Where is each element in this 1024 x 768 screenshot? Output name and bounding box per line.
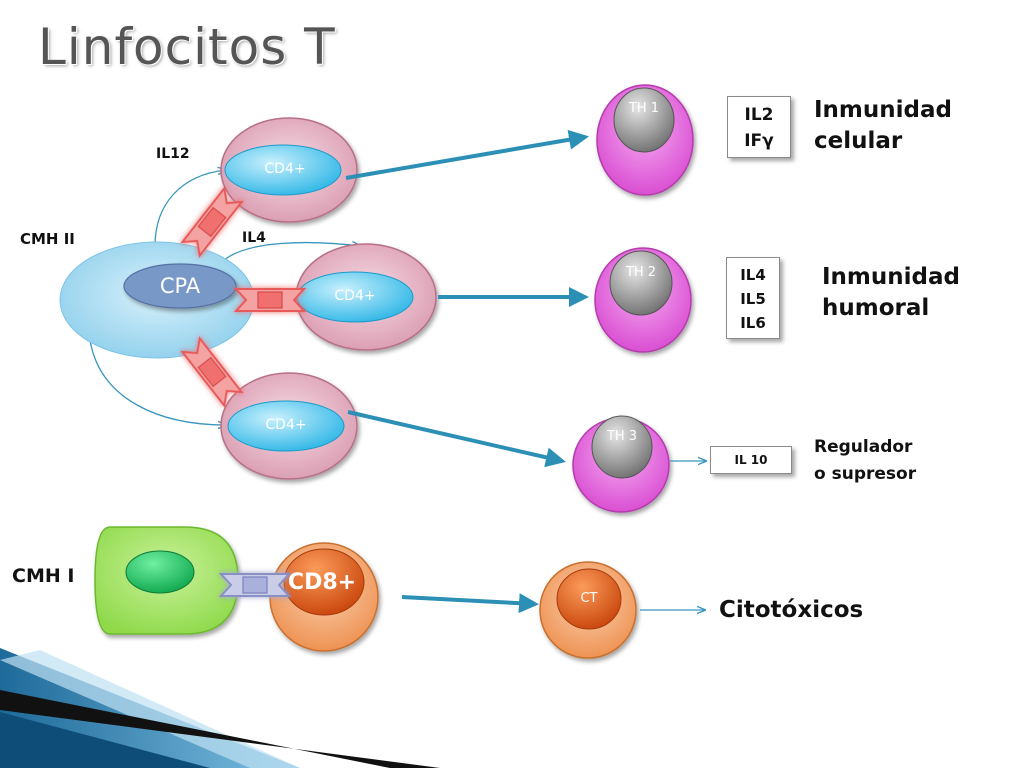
outcome-th1-line2: celular	[814, 128, 903, 154]
th1-cytokines-box: IL2 IFγ	[727, 96, 791, 158]
cmh-i-label: CMH I	[12, 565, 75, 587]
corner-decoration	[0, 648, 440, 768]
cd4-cell-3	[220, 372, 358, 480]
cmh-ii-label: CMH II	[20, 230, 75, 248]
receptor-complex-2	[233, 288, 307, 312]
il4-label: IL4	[242, 230, 266, 246]
ct-label: CT	[580, 591, 598, 606]
cpa-nucleus	[123, 263, 237, 309]
arrow-to-ct	[401, 593, 539, 614]
th3-label: TH 3	[606, 429, 638, 444]
cd8-label: CD8+	[287, 570, 357, 595]
cytokine-il6: IL6	[740, 314, 766, 332]
connector-il4	[221, 243, 360, 263]
cytokine-il2: IL2	[744, 105, 774, 125]
arrow-to-th1	[345, 129, 589, 180]
connector-il12	[154, 170, 226, 247]
cd4-label-3: CD4+	[265, 417, 307, 433]
arrow-to-th3	[347, 410, 566, 468]
outcome-citotoxicos: Citotóxicos	[719, 597, 864, 623]
receptor-complex-3	[180, 336, 244, 408]
th2-cell	[594, 247, 692, 353]
cytokine-il5: IL5	[740, 290, 766, 308]
cd4-cell-2	[295, 243, 437, 351]
outcome-th2-line2: humoral	[822, 295, 930, 321]
cytokine-il4: IL4	[740, 266, 766, 284]
slide-title: Linfocitos T	[38, 18, 336, 76]
cd4-cell-1	[220, 117, 358, 223]
th1-cell	[596, 84, 694, 196]
outcome-th3-line1: Regulador	[814, 437, 913, 457]
outcome-th2: Inmunidad humoral	[822, 262, 960, 324]
th2-label: TH 2	[625, 265, 657, 280]
receptor-complex-cd8	[218, 573, 292, 597]
cytokine-ifg: IFγ	[744, 131, 774, 151]
outcome-th3: Regulador o supresor	[814, 434, 916, 488]
th1-label: TH 1	[628, 101, 660, 116]
ct-cell	[539, 561, 637, 659]
th3-cell	[572, 415, 670, 513]
il12-label: IL12	[156, 146, 190, 162]
outcome-th2-line1: Inmunidad	[822, 264, 960, 290]
cytokine-il10: IL 10	[734, 453, 768, 467]
cd4-label-2: CD4+	[334, 288, 376, 304]
apc-mhc1-cell	[94, 526, 239, 635]
receptor-complex-1	[180, 186, 244, 258]
th2-cytokines-box: IL4 IL5 IL6	[726, 257, 780, 339]
outcome-th3-line2: o supresor	[814, 464, 917, 484]
cpa-cell	[59, 241, 255, 359]
outcome-th1-line1: Inmunidad	[814, 97, 952, 123]
outcome-th1: Inmunidad celular	[814, 95, 952, 157]
connector-cpa-bottom	[89, 339, 226, 425]
th3-cytokines-box: IL 10	[710, 446, 792, 474]
cd4-label-1: CD4+	[264, 161, 306, 177]
cpa-label: CPA	[159, 274, 201, 298]
